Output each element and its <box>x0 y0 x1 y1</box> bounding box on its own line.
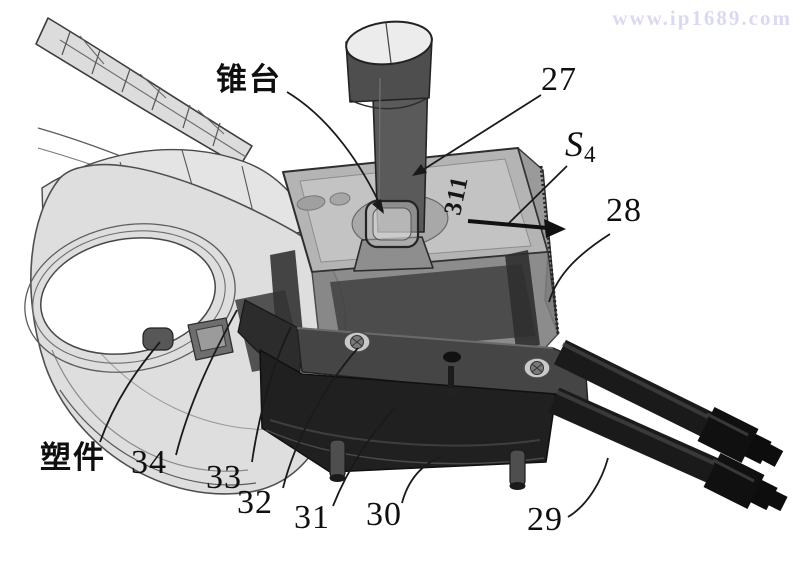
leader-cone-frustum <box>286 91 384 212</box>
s4-direction-arrow <box>467 219 566 238</box>
hose-lower <box>548 387 788 512</box>
leader-29 <box>567 457 609 518</box>
label-32: 32 <box>237 484 273 521</box>
leader-28 <box>548 233 611 303</box>
label-s4-subscript: 4 <box>584 142 596 167</box>
leader-30 <box>401 456 442 504</box>
label-cone-frustum: 锥台 <box>216 62 282 97</box>
label-s4-main: S <box>565 124 584 164</box>
label-34: 34 <box>131 444 167 481</box>
leader-34 <box>175 309 238 456</box>
label-30: 30 <box>366 496 402 533</box>
label-plastic-part: 塑件 <box>40 440 106 475</box>
valve-body-drawing <box>237 20 788 512</box>
cone-frustum-boss <box>353 199 434 272</box>
label-s4: S4 <box>565 126 596 166</box>
label-28: 28 <box>606 192 642 229</box>
leader-27 <box>417 94 542 174</box>
leader-lines <box>99 91 611 518</box>
leader-33 <box>251 326 292 463</box>
watermark: www.ip1689.com <box>612 6 792 30</box>
hose-upper <box>554 339 784 467</box>
inlet-cylinder <box>345 20 433 233</box>
label-33: 33 <box>206 459 242 496</box>
leader-cone-frustum-arrowhead <box>372 199 384 214</box>
leader-plastic-part <box>99 341 161 443</box>
label-31: 31 <box>294 499 330 536</box>
leader-31 <box>332 406 397 507</box>
leader-s4 <box>508 165 568 224</box>
leader-27-arrowhead <box>412 164 427 176</box>
leader-32 <box>282 347 359 489</box>
label-29: 29 <box>527 501 563 538</box>
label-27: 27 <box>541 61 577 98</box>
